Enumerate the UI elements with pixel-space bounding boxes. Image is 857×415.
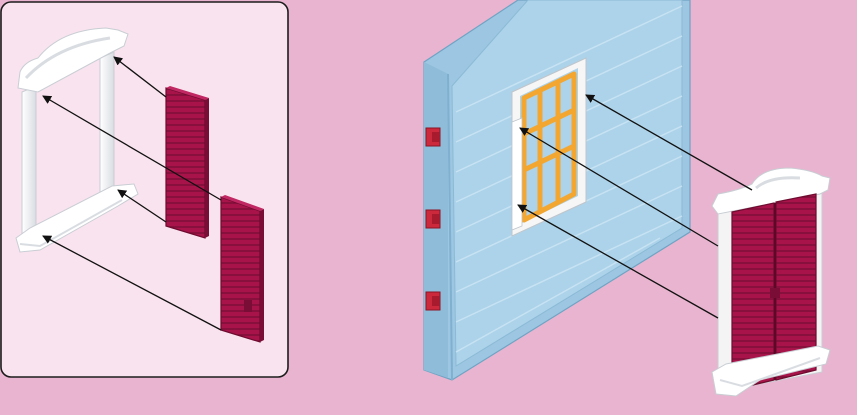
inset-shutter-lower: [221, 195, 264, 342]
clip: [426, 210, 440, 228]
inset-shutter-upper: [166, 86, 209, 238]
shutter-window-assembly: [712, 168, 830, 396]
inset-panel: [1, 2, 288, 377]
clip: [426, 128, 440, 146]
clip: [426, 292, 440, 310]
